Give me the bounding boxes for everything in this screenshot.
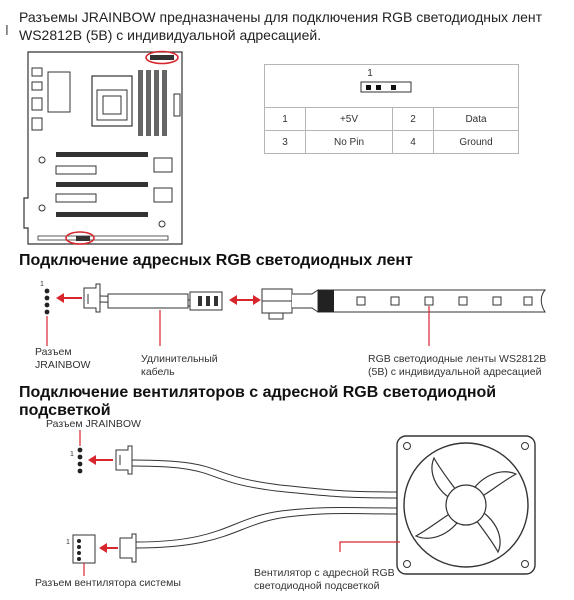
table-row: 1 +5V 2 Data — [264, 107, 519, 131]
label-rgb-fan: Вентилятор с адресной RGB светодиодной п… — [254, 567, 395, 592]
table-row: 3 No Pin 4 Ground — [264, 130, 519, 154]
table-cell: 1 — [264, 107, 306, 131]
pin-number: 1 — [70, 451, 74, 458]
label-fan-header: Разъем вентилятора системы — [35, 577, 181, 589]
pin-number: 1 — [66, 539, 70, 546]
intro-paragraph: Разъемы JRAINBOW предназначены для подкл… — [19, 9, 543, 43]
table-cell: 2 — [392, 107, 434, 131]
label-jrainbow-2: Разъем JRAINBOW — [46, 418, 141, 430]
pinout-panel: 1 1 +5V 2 Data 3 No Pin 4 Ground — [264, 64, 519, 154]
motherboard-diagram — [23, 50, 183, 245]
table-cell: 3 — [264, 130, 306, 154]
section2-title: Подключение вентиляторов с адресной RGB … — [19, 384, 497, 419]
pin-number: 1 — [40, 281, 44, 288]
pin-header-icon — [360, 81, 412, 93]
led-strip-connection-diagram: 1 — [40, 281, 547, 346]
table-cell: +5V — [305, 107, 393, 131]
table-cell: 4 — [392, 130, 434, 154]
label-extension-cable: Удлинительный кабель — [141, 353, 218, 378]
label-led-strip: RGB светодиодные ленты WS2812B (5В) с ин… — [368, 353, 547, 378]
pinout-table: 1 +5V 2 Data 3 No Pin 4 Ground — [264, 107, 519, 154]
table-cell: Ground — [433, 130, 519, 154]
table-cell: Data — [433, 107, 519, 131]
label-jrainbow-1: Разъем JRAINBOW — [35, 346, 91, 371]
pin-header-number: 1 — [367, 68, 373, 79]
section1-title: Подключение адресных RGB светодиодных ле… — [19, 252, 413, 269]
table-cell: No Pin — [305, 130, 393, 154]
text-cursor-icon: I — [5, 24, 9, 39]
rgb-fan-connection-diagram: 1 1 — [66, 430, 536, 576]
